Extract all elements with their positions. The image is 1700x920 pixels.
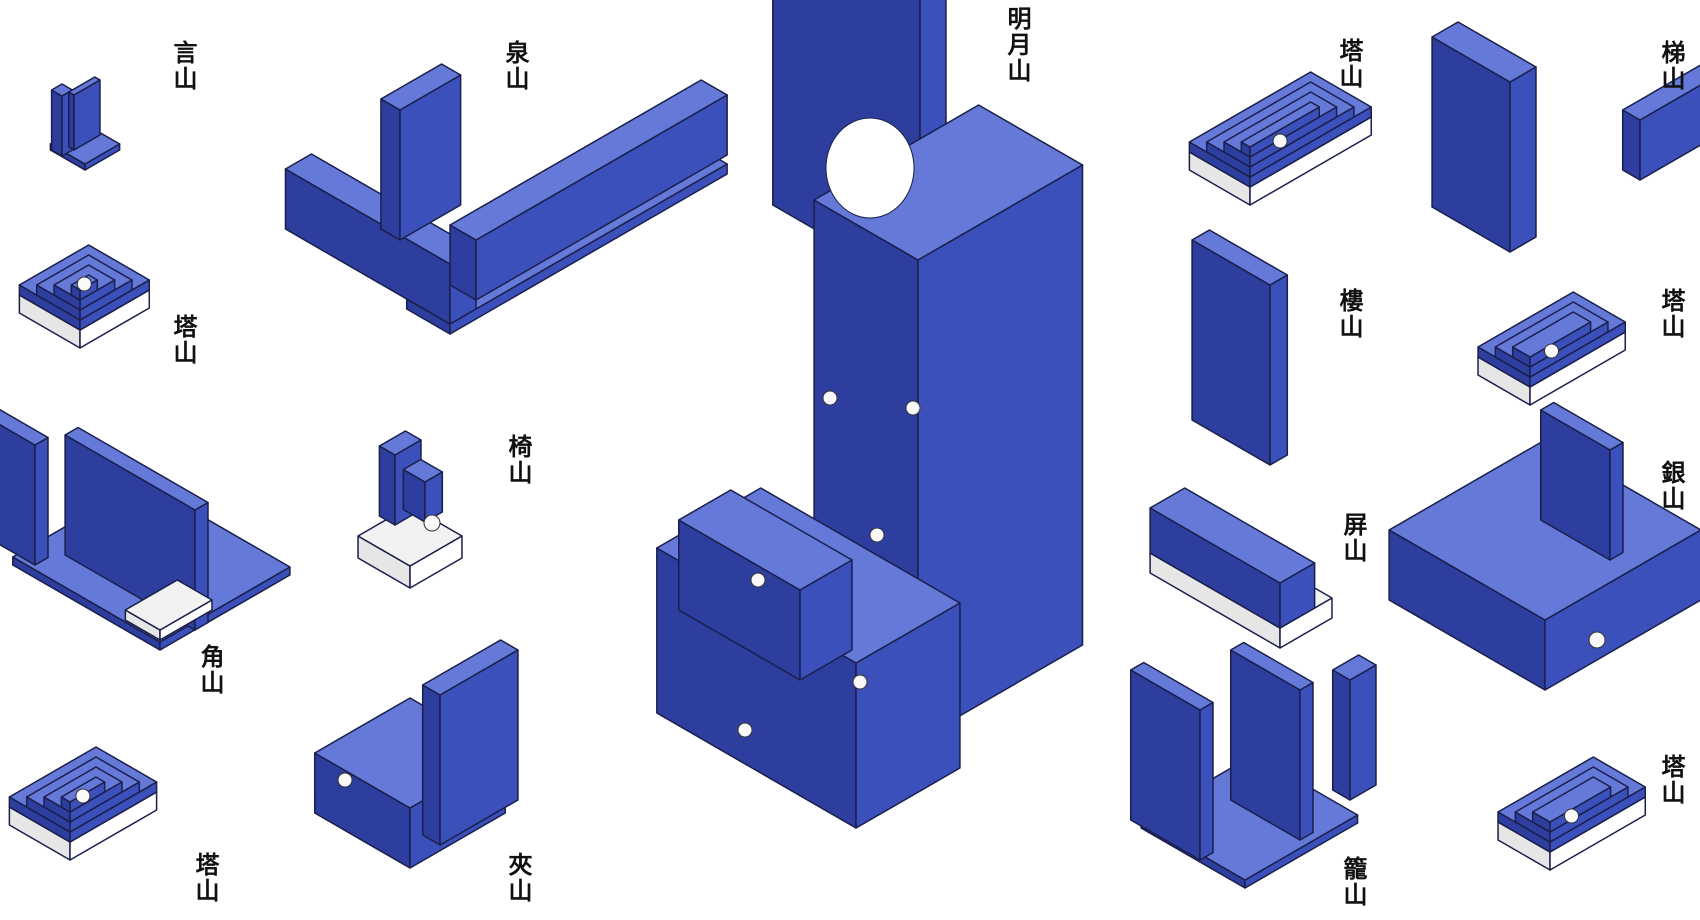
box-face	[380, 63, 462, 111]
sphere-ornament	[1564, 808, 1579, 824]
box-face	[1331, 654, 1377, 681]
sphere-ornament	[337, 772, 353, 788]
model-ti	[1431, 21, 1700, 253]
label-mingyue: 明月山	[1003, 6, 1032, 84]
box-face	[0, 423, 36, 566]
label-yi: 椅山	[504, 434, 533, 486]
box-face	[678, 489, 853, 591]
moon-window	[825, 117, 915, 219]
label-ta-left: 塔山	[169, 314, 198, 366]
box-face	[1621, 64, 1700, 121]
label-ti: 梯山	[1657, 40, 1686, 92]
sphere-ornament	[1588, 631, 1606, 649]
sphere-ornament	[1272, 133, 1288, 149]
box-face	[1129, 661, 1214, 711]
box-face	[1531, 776, 1612, 823]
box-face	[1609, 441, 1624, 561]
box-face	[380, 98, 401, 241]
sphere-ornament	[75, 788, 91, 804]
label-lou: 樓山	[1335, 288, 1364, 340]
label-quan: 泉山	[501, 40, 530, 92]
model-mingyue	[656, 0, 1084, 829]
box-face	[68, 76, 101, 96]
box-face	[1509, 66, 1537, 253]
box-face	[378, 445, 396, 526]
label-jiao: 角山	[196, 644, 225, 696]
box-face	[1511, 311, 1592, 358]
box-face	[1199, 701, 1214, 861]
model-ping	[1149, 487, 1333, 649]
sphere-ornament	[869, 527, 885, 543]
model-yi	[357, 430, 463, 589]
sphere-ornament	[1544, 343, 1559, 359]
box-face	[50, 89, 63, 157]
label-ta-bottom-right: 塔山	[1657, 754, 1686, 806]
model-ta-left	[18, 244, 151, 349]
sphere-ornament	[905, 400, 921, 416]
model-quan	[284, 63, 728, 335]
label-yin: 銀山	[1657, 460, 1686, 512]
box-face	[1349, 664, 1377, 801]
label-ta-top-mid: 塔山	[1335, 38, 1364, 90]
box-face	[1240, 101, 1321, 148]
box-face	[1191, 229, 1289, 286]
box-face	[1544, 529, 1700, 691]
box-face	[421, 639, 519, 696]
model-long	[1129, 641, 1377, 889]
label-yan: 言山	[169, 40, 198, 92]
sphere-ornament	[76, 276, 92, 292]
sphere-ornament	[423, 514, 441, 532]
box-face	[1431, 21, 1537, 83]
box-face	[34, 436, 49, 566]
box-face	[124, 579, 213, 631]
label-ta-right: 塔山	[1657, 288, 1686, 340]
box-face	[1269, 274, 1289, 466]
model-ta-bottom-left	[8, 746, 158, 861]
box-face	[449, 79, 728, 241]
model-ta-top-mid	[1188, 71, 1372, 206]
sphere-ornament	[750, 572, 766, 588]
model-lou	[1191, 229, 1289, 466]
box-face	[813, 104, 1084, 261]
model-ta-right	[1477, 291, 1627, 406]
label-jia: 夾山	[504, 852, 533, 904]
label-ping: 屏山	[1339, 512, 1368, 564]
box-face	[1639, 84, 1700, 181]
model-jiao	[0, 408, 291, 651]
sphere-ornament	[822, 390, 838, 406]
label-long: 籠山	[1339, 856, 1368, 908]
model-jia	[313, 639, 519, 869]
box-face	[378, 430, 422, 456]
box-face	[402, 458, 444, 483]
box-face	[1149, 487, 1316, 584]
box-face	[1539, 401, 1624, 451]
label-ta-bottom-left: 塔山	[191, 852, 220, 904]
box-face	[421, 684, 441, 846]
box-face	[0, 408, 49, 446]
model-yan	[49, 76, 121, 171]
box-face	[1621, 109, 1641, 181]
model-yin	[1388, 401, 1700, 691]
box-face	[1331, 669, 1351, 801]
box-face	[68, 91, 75, 151]
model-ta-bottom-right	[1497, 756, 1647, 871]
sphere-ornament	[852, 674, 868, 690]
box-face	[64, 426, 209, 511]
sphere-ornament	[737, 722, 753, 738]
box-face	[1229, 641, 1314, 691]
box-face	[1299, 681, 1314, 841]
